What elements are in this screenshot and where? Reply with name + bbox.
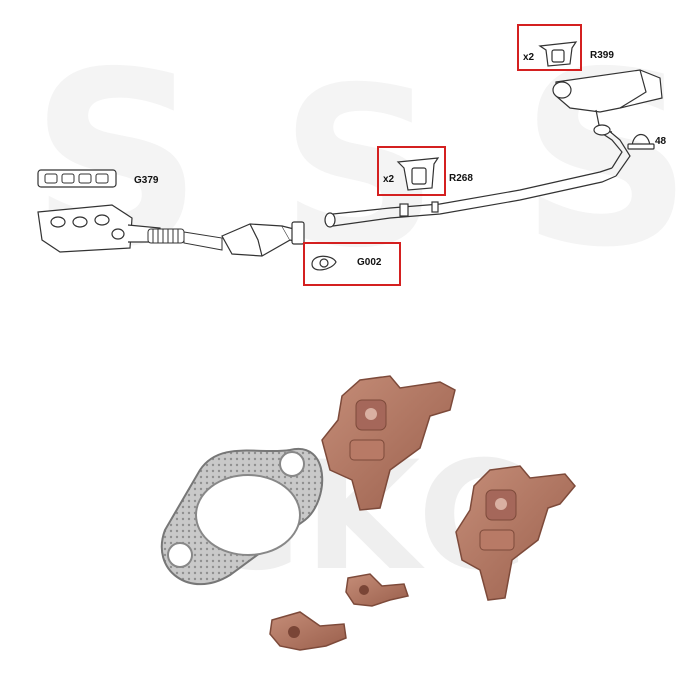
manifold-gasket-icon	[37, 169, 117, 188]
part-label-r399: R399	[590, 50, 614, 61]
part-label-r268: R268	[449, 173, 473, 184]
rear-muffler-icon	[552, 69, 663, 136]
highlight-box-r268: x2	[377, 146, 446, 196]
rubber-hanger-icon	[345, 573, 409, 607]
middle-pipe-icon	[324, 129, 631, 228]
rubber-hanger-icon	[269, 611, 347, 651]
flange-gasket-icon	[160, 447, 324, 586]
highlight-box-r399: x2	[517, 24, 582, 71]
catalytic-converter-icon	[221, 221, 305, 257]
exhaust-manifold-icon	[37, 204, 161, 253]
part-label-clamp: 48	[655, 136, 667, 147]
part-label-g002: G002	[357, 257, 382, 268]
quantity-label: x2	[523, 52, 535, 63]
rubber-hanger-icon	[321, 375, 456, 511]
watermark-letter-3: S	[520, 20, 693, 300]
rubber-hanger-icon	[455, 465, 576, 601]
exhaust-system-diagram	[37, 41, 663, 271]
quantity-label: x2	[383, 174, 395, 185]
flex-pipe-icon	[147, 228, 223, 251]
highlight-box-g002	[303, 242, 401, 286]
u-clamp-icon	[627, 133, 655, 150]
rubber-hanger-icon	[396, 157, 440, 191]
product-photo	[160, 375, 576, 651]
flange-gasket-icon	[311, 255, 337, 271]
watermark-letter-1: S	[30, 20, 203, 300]
part-label-g379: G379	[134, 175, 159, 186]
rubber-hanger-icon	[538, 41, 578, 67]
